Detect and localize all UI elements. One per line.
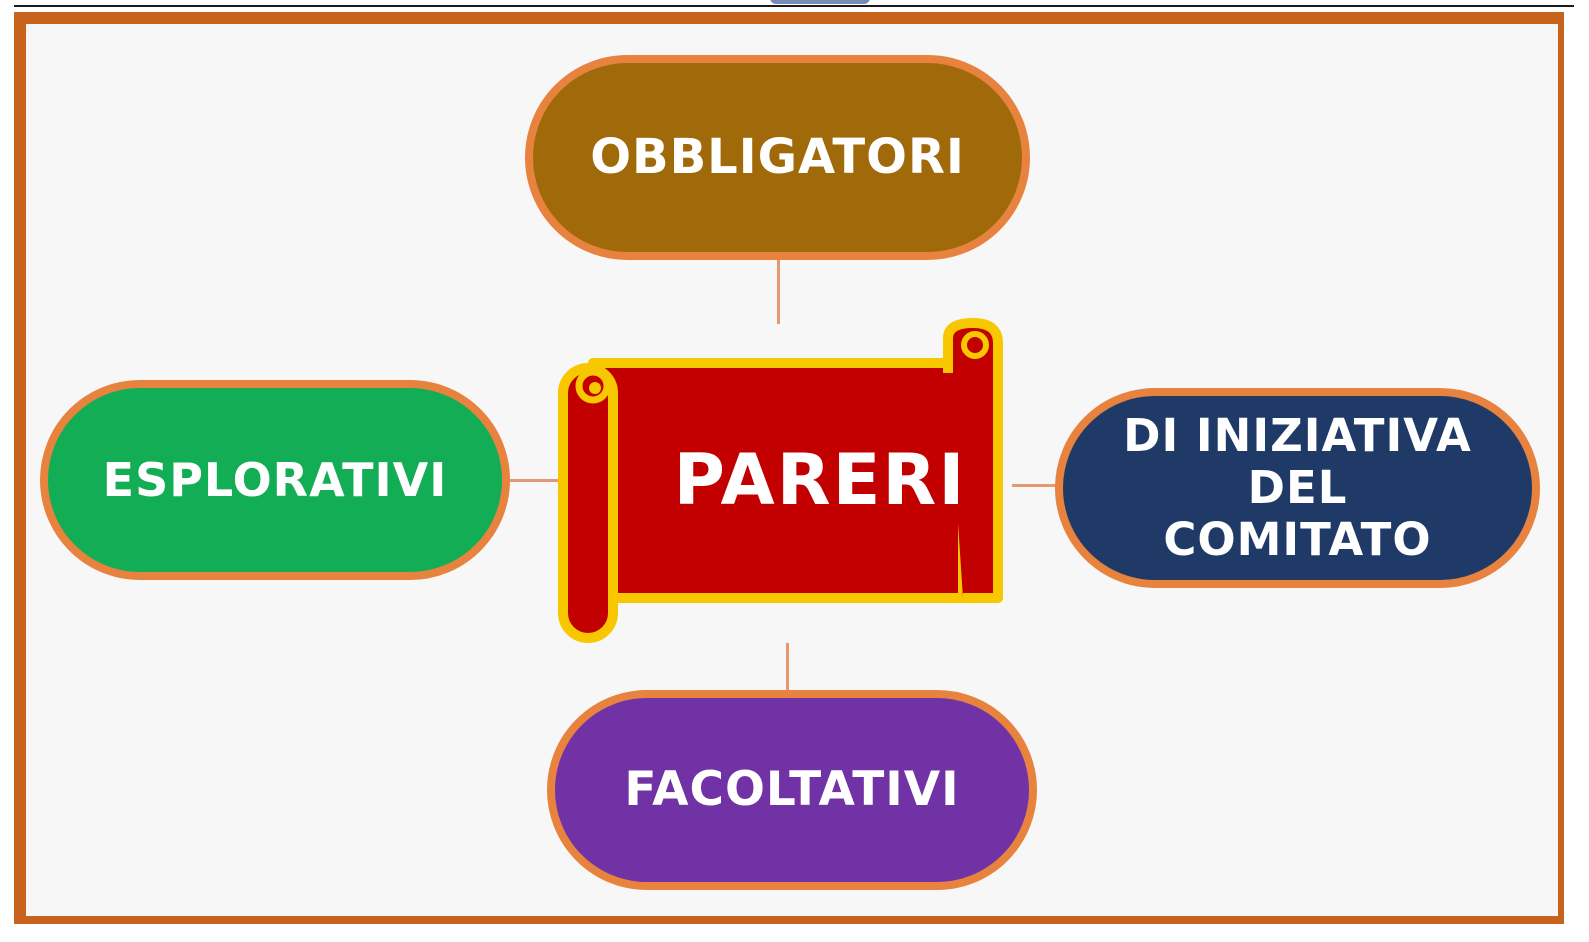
node-di-iniziativa-text: DI INIZIATIVA DEL COMITATO bbox=[1123, 410, 1472, 565]
center-label: PARERI bbox=[673, 439, 967, 521]
node-facoltativi: FACOLTATIVI bbox=[547, 690, 1037, 890]
connector-right bbox=[1012, 484, 1058, 487]
node-obbligatori: OBBLIGATORI bbox=[525, 55, 1030, 260]
node-esplorativi-label: ESPLORATIVI bbox=[102, 452, 448, 507]
node-di-iniziativa: DI INIZIATIVA DEL COMITATO bbox=[1055, 388, 1540, 588]
top-decoration bbox=[770, 0, 870, 4]
connector-top bbox=[777, 258, 780, 324]
node-esplorativi: ESPLORATIVI bbox=[40, 380, 510, 580]
connector-bottom bbox=[786, 643, 789, 693]
node-obbligatori-label: OBBLIGATORI bbox=[590, 128, 965, 185]
connector-left bbox=[508, 479, 560, 482]
node-di-iniziativa-line-1: DI INIZIATIVA bbox=[1123, 409, 1472, 463]
node-facoltativi-label: FACOLTATIVI bbox=[624, 761, 960, 817]
scroll-graphic bbox=[558, 318, 1003, 643]
node-di-iniziativa-line-2: DEL bbox=[1247, 461, 1348, 515]
top-divider-line bbox=[14, 5, 1574, 7]
scroll-icon bbox=[553, 318, 1015, 653]
node-di-iniziativa-line-3: COMITATO bbox=[1163, 512, 1432, 566]
